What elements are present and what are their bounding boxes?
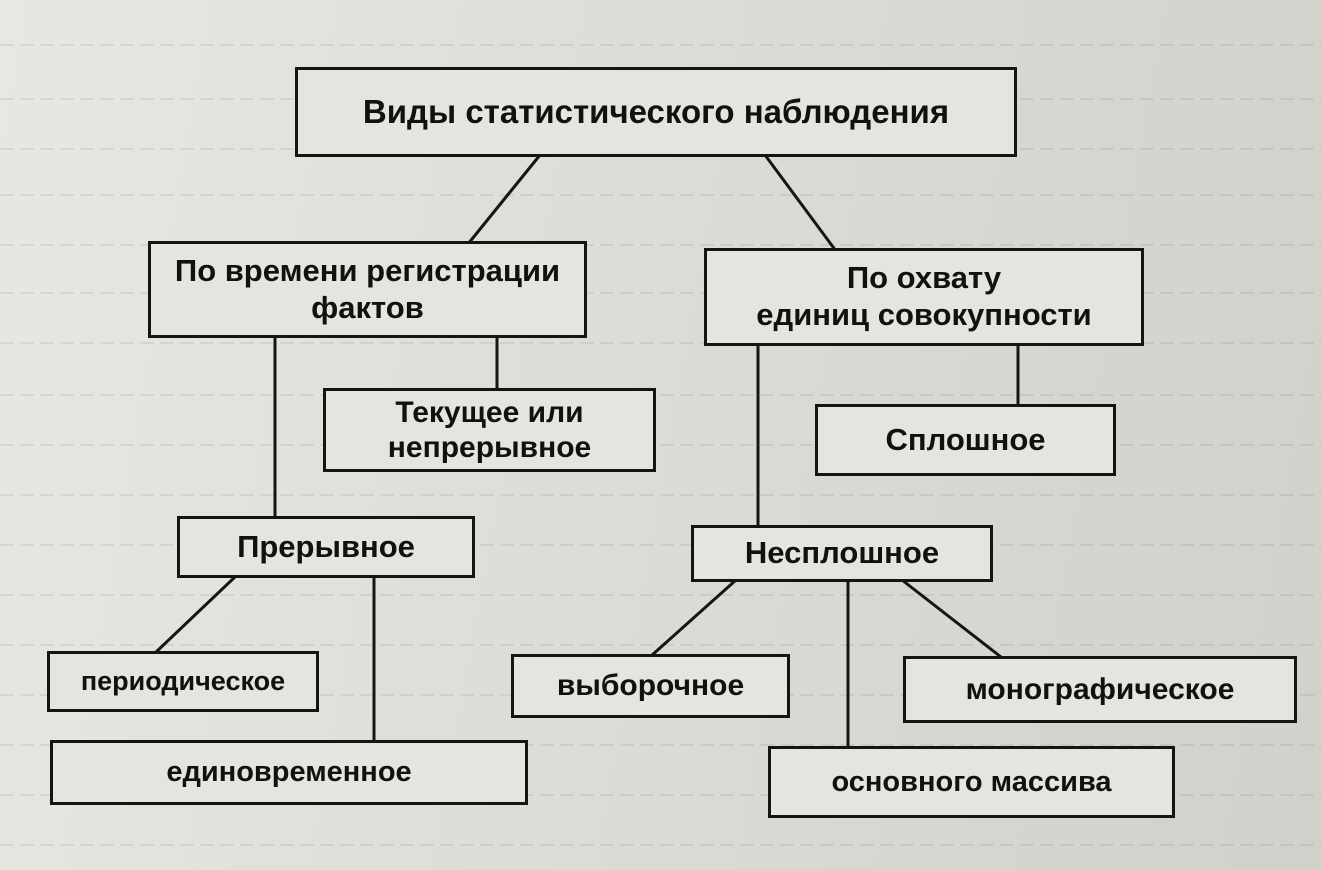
edge-discontinuous-periodic — [153, 574, 238, 655]
by-coverage-node: По охвату единиц совокупности — [704, 248, 1144, 346]
continuous-node: Сплошное — [815, 404, 1116, 476]
monographic-node: монографическое — [903, 656, 1297, 723]
root-node: Виды статистического наблюдения — [295, 67, 1017, 157]
edge-noncontinuous-monographic — [900, 578, 1003, 659]
noncontinuous-node: Несплошное — [691, 525, 993, 582]
edge-noncontinuous-sample — [649, 578, 738, 658]
sample-node: выборочное — [511, 654, 790, 718]
main-array-node: основного массива — [768, 746, 1175, 818]
edge-root-by-time — [466, 153, 542, 246]
one-time-node: единовременное — [50, 740, 528, 805]
edge-root-by-coverage — [763, 153, 838, 253]
periodic-node: периодическое — [47, 651, 319, 712]
current-node: Текущее или непрерывное — [323, 388, 656, 472]
by-time-node: По времени регистрации фактов — [148, 241, 587, 338]
discontinuous-node: Прерывное — [177, 516, 475, 578]
